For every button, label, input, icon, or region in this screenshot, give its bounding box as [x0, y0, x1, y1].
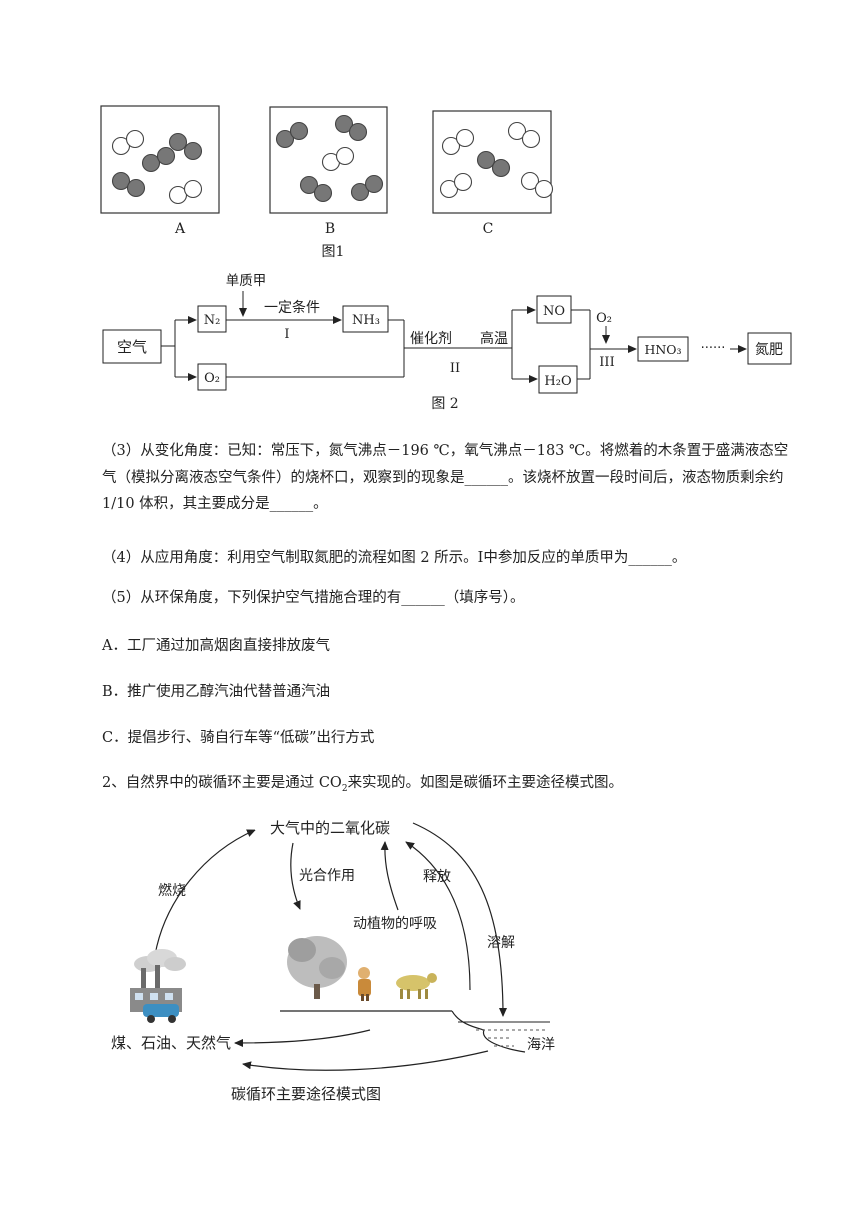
question-2-text-post: 来实现的。如图是碳循环主要途径模式图。 — [347, 775, 624, 791]
air-label: 空气 — [117, 338, 147, 356]
dissolve-label: 溶解 — [487, 935, 515, 951]
ocean-label: 海洋 — [527, 1037, 555, 1053]
question-2-intro: 2、自然界中的碳循环主要是通过 CO2来实现的。如图是碳循环主要途径模式图。 — [102, 771, 623, 794]
option-b: B．推广使用乙醇汽油代替普通汽油 — [102, 684, 331, 700]
box-nh3 — [342, 305, 389, 333]
factory-icon — [130, 949, 186, 1023]
release-label: 释放 — [423, 869, 451, 885]
arrow-burning — [154, 829, 256, 956]
respiration-label: 动植物的呼吸 — [353, 916, 437, 932]
question-3: （3）从变化角度：已知：常压下，氮气沸点－196 ℃，氧气沸点－183 ℃。将燃… — [102, 443, 789, 512]
figure-2-caption: 图 2 — [431, 396, 458, 412]
molecules-c — [439, 121, 554, 199]
n2-label: N₂ — [204, 313, 221, 328]
shore-line — [451, 1010, 526, 1053]
box-a — [100, 105, 220, 214]
molecules-a — [111, 129, 203, 205]
fossil-fuel-label: 煤、石油、天然气 — [111, 1034, 231, 1052]
o2-top-label: O₂ — [596, 311, 612, 326]
arrow-dissolve — [412, 822, 507, 1017]
atmosphere-label: 大气中的二氧化碳 — [270, 819, 390, 837]
h2o-label: H₂O — [544, 374, 571, 389]
question-5: （5）从环保角度，下列保护空气措施合理的有______（填序号）。 — [102, 590, 525, 606]
arrow-release — [405, 841, 471, 991]
tree-icon — [287, 936, 347, 999]
figure-1-caption: 图1 — [322, 244, 345, 260]
cow-icon — [396, 973, 437, 999]
dots-label: ······ — [701, 341, 726, 356]
step-2-label: II — [450, 361, 460, 376]
question-2-subscript: 2 — [341, 783, 348, 794]
condition-label: 一定条件 — [264, 299, 320, 316]
molecules-b — [275, 114, 384, 203]
catalyst-label: 催化剂 — [410, 331, 452, 347]
high-temp-label: 高温 — [480, 330, 508, 347]
figure-2: 空气 N₂ O₂ 单质甲 一定条件 I NH₃ 催化剂 高温 II NO H₂O — [102, 273, 792, 412]
person-icon — [358, 967, 371, 1001]
label-a: A — [174, 221, 186, 237]
arrow-respiration — [380, 841, 399, 911]
arrow-photosynthesis — [290, 842, 301, 910]
figure-1: A B 图1 C — [100, 105, 554, 260]
nh3-label: NH₃ — [352, 313, 380, 328]
arrow-land-to-fossil — [234, 1029, 371, 1047]
question-2-text-pre: 2、自然界中的碳循环主要是通过 CO — [102, 775, 342, 791]
arrow-ocean-to-fossil — [242, 1050, 489, 1071]
box-c — [432, 110, 552, 214]
no-label: NO — [543, 304, 565, 319]
step-1-label: I — [284, 327, 289, 342]
step-3-label: III — [599, 355, 614, 370]
figure-3: 大气中的二氧化碳 燃烧 光合作用 动植物的呼吸 释放 溶解 — [111, 819, 555, 1103]
box-hno3 — [637, 336, 689, 362]
option-a: A．工厂通过加高烟囱直接排放废气 — [102, 638, 330, 654]
label-c: C — [483, 221, 494, 237]
label-b: B — [325, 221, 335, 237]
hno3-label: HNO₃ — [644, 342, 681, 357]
box-n2 — [197, 305, 227, 333]
ocean-waves — [476, 1029, 546, 1047]
fertilizer-label: 氮肥 — [755, 342, 783, 358]
option-c: C．提倡步行、骑自行车等“低碳”出行方式 — [102, 730, 375, 746]
burning-label: 燃烧 — [158, 882, 186, 899]
photosynthesis-label: 光合作用 — [299, 868, 355, 884]
box-fertilizer — [747, 332, 792, 365]
o2-label: O₂ — [204, 371, 220, 386]
figure-3-caption: 碳循环主要途径模式图 — [231, 1085, 381, 1103]
box-b — [269, 106, 388, 214]
question-4: （4）从应用角度：利用空气制取氮肥的流程如图 2 所示。Ⅰ中参加反应的单质甲为_… — [102, 550, 687, 566]
element-jia-label: 单质甲 — [226, 273, 267, 289]
